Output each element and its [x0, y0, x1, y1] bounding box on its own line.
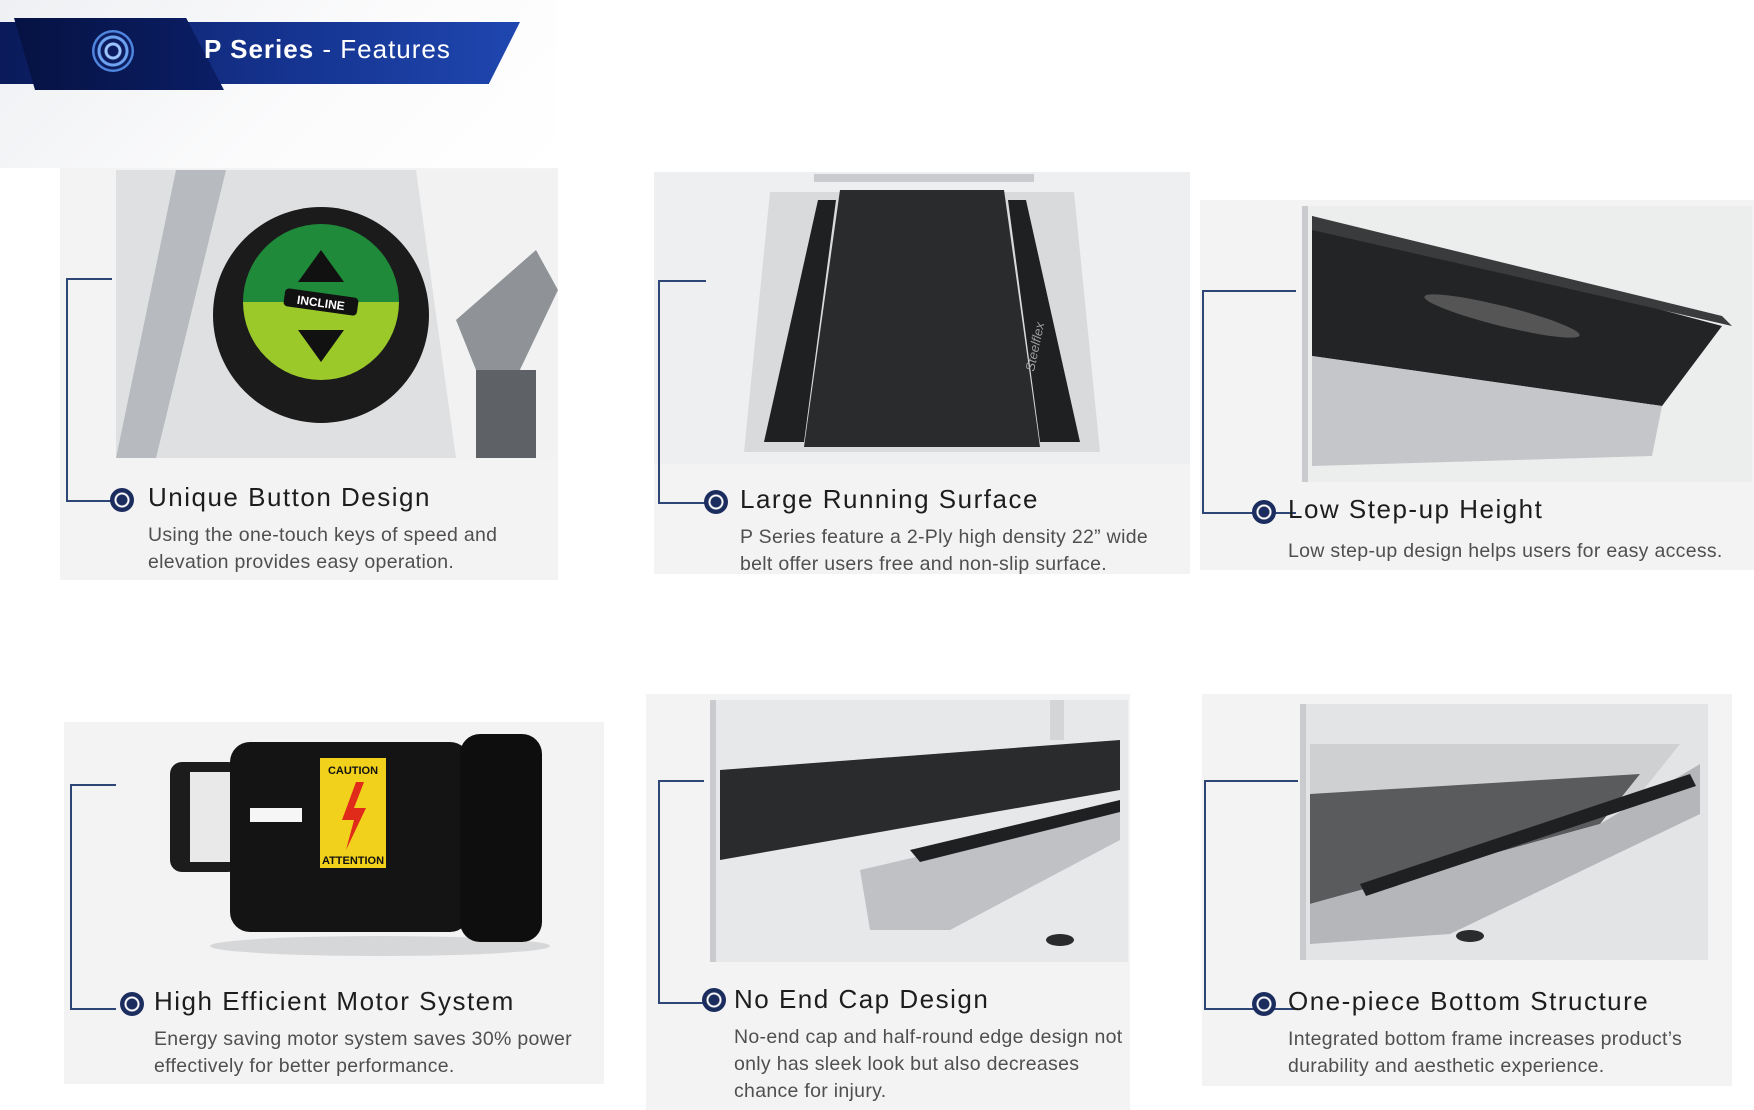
motor-photo: CAUTION ATTENTION	[160, 722, 560, 960]
connector-line	[70, 784, 116, 1010]
bullet-icon	[1252, 992, 1276, 1016]
feature-title: No End Cap Design	[734, 984, 990, 1014]
feature-title: One-piece Bottom Structure	[1288, 986, 1650, 1016]
feature-title: Unique Button Design	[148, 482, 431, 512]
running-surface-photo: Steelflex	[654, 172, 1190, 464]
bullet-icon	[1252, 500, 1276, 524]
bullet-icon	[120, 992, 144, 1016]
connector-line	[1204, 780, 1298, 1010]
incline-button-photo: INCLINE	[116, 170, 558, 458]
feature-title: High Efficient Motor System	[154, 986, 515, 1016]
bottom-structure-photo	[1300, 704, 1708, 960]
attention-label: ATTENTION	[322, 855, 384, 867]
feature-title: Low Step-up Height	[1288, 494, 1544, 524]
bullet-icon	[702, 988, 726, 1012]
connector-line	[66, 278, 112, 502]
series-name: P Series	[204, 34, 315, 64]
feature-description: Low step-up design helps users for easy …	[1288, 540, 1723, 562]
connector-line	[1202, 290, 1296, 514]
end-cap-photo	[710, 700, 1128, 962]
feature-description: Using the one-touch keys of speed and el…	[148, 524, 498, 573]
feature-description: Integrated bottom frame increases produc…	[1288, 1028, 1683, 1077]
target-logo-icon	[92, 30, 134, 72]
feature-description: No-end cap and half-round edge design no…	[734, 1026, 1123, 1102]
bullet-icon	[704, 490, 728, 514]
connector-line	[658, 780, 704, 1004]
page-title: P Series - Features	[204, 34, 451, 64]
caution-label: CAUTION	[328, 765, 378, 777]
step-up-height-photo	[1302, 206, 1752, 482]
section-name: Features	[340, 34, 451, 64]
feature-description: Energy saving motor system saves 30% pow…	[154, 1028, 572, 1077]
feature-description: P Series feature a 2-Ply high density 22…	[740, 526, 1148, 575]
feature-title: Large Running Surface	[740, 484, 1039, 514]
incline-label: INCLINE	[296, 293, 345, 314]
connector-line	[658, 280, 706, 504]
bullet-icon	[110, 488, 134, 512]
